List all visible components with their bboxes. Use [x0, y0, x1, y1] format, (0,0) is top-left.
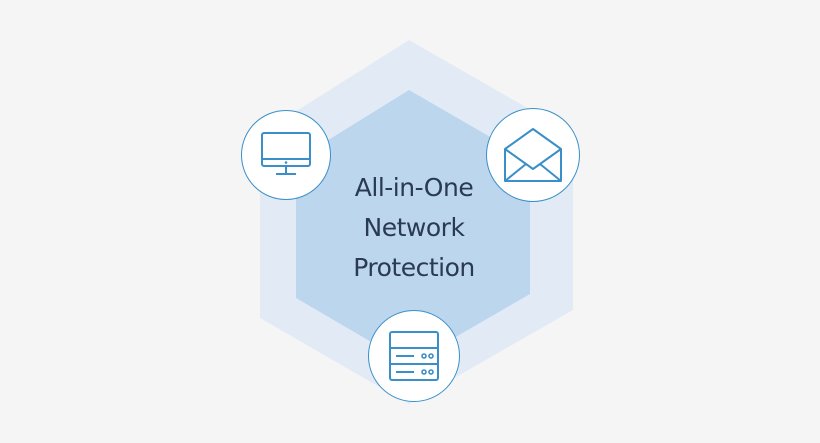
- envelope-node: [486, 108, 580, 202]
- envelope-icon: [504, 128, 562, 182]
- server-icon: [389, 331, 439, 381]
- center-label-line-1: All-in-One: [354, 173, 474, 202]
- server-node: [368, 310, 460, 402]
- monitor-icon: [261, 132, 311, 175]
- center-label: All-in-One Network Protection: [300, 168, 528, 288]
- inner-hexagon: [296, 90, 530, 364]
- center-label-line-2: Network: [363, 213, 465, 242]
- monitor-node: [241, 110, 331, 200]
- center-label-line-3: Protection: [353, 253, 475, 282]
